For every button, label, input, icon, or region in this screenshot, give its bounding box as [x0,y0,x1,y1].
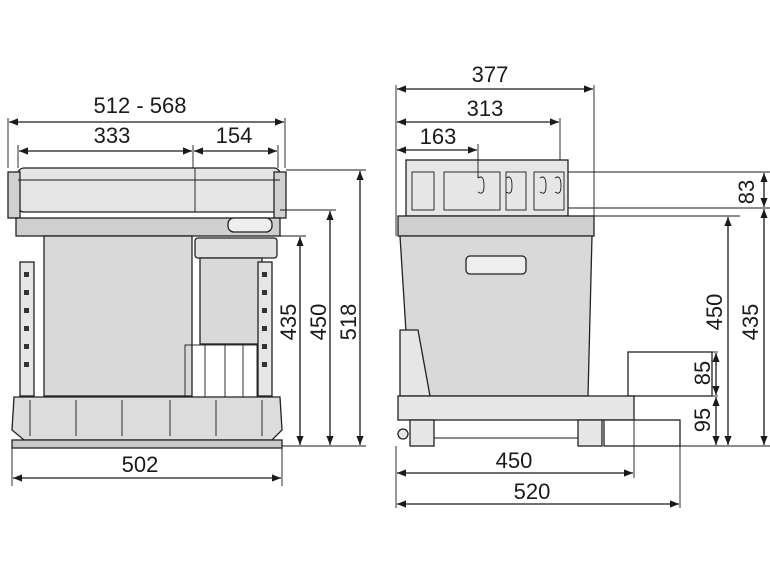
side-top-basket [405,159,569,217]
front-view: 512 - 568 333 154 502 435 450 518 [7,93,366,486]
dim-side-lid-height: 83 [734,180,759,204]
dim-front-height-total: 518 [336,304,361,341]
dim-left-bin-width: 333 [94,123,131,148]
dim-right-bin-width: 154 [216,123,253,148]
front-bottom-basket [11,396,283,441]
dim-side-height-mid: 450 [702,294,727,331]
side-frame-band [397,215,595,237]
dim-side-base-depth: 450 [496,448,533,473]
dim-front-height-inner: 435 [276,304,301,341]
dim-side-depth-front: 163 [420,124,457,149]
dim-overall-width: 512 - 568 [94,93,187,118]
front-top-rail [17,167,281,213]
front-left-bracket [7,171,21,219]
front-base-plate [11,439,283,449]
side-step-box [627,351,713,397]
side-view: 377 313 163 83 450 435 85 95 450 520 [395,62,770,508]
front-right-bracket [273,171,287,219]
dim-side-height-total: 435 [738,304,763,341]
dim-base-width: 502 [122,452,159,477]
dim-side-base-height: 95 [690,408,715,432]
front-right-bin-handle [227,217,273,233]
dim-side-total-depth: 520 [514,479,551,504]
dim-side-depth-mid: 313 [467,96,504,121]
side-bin-handle [465,255,527,275]
dim-side-step-height: 85 [690,361,715,385]
front-right-bin-lid [194,237,278,259]
dim-front-height-mid: 450 [306,304,331,341]
side-base-runner [397,395,635,421]
dim-side-depth-top: 377 [472,62,509,87]
front-left-bin [43,235,193,397]
side-wheel [397,428,409,440]
front-right-bin [199,257,263,345]
